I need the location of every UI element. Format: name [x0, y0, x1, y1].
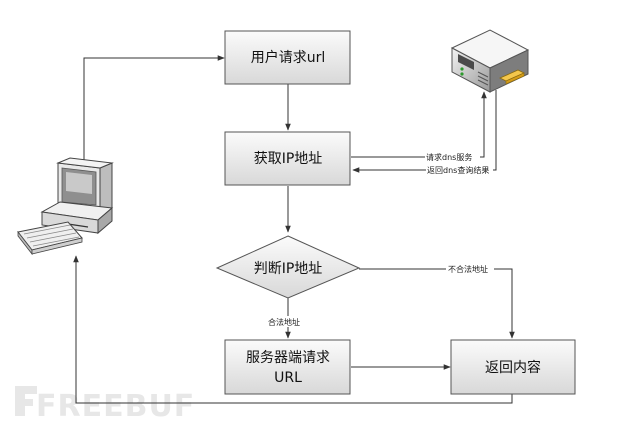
watermark: FREEBUF	[15, 386, 195, 424]
node-get-ip: 获取IP地址	[224, 131, 351, 186]
dns-server-icon	[450, 29, 530, 93]
node-server-label-line2: URL	[274, 370, 302, 386]
watermark-text: FREEBUF	[36, 389, 195, 424]
edge-label-legal: 合法地址	[268, 317, 300, 327]
node-request-label: 用户请求url	[251, 49, 326, 66]
edge-label-illegal: 不合法地址	[448, 264, 488, 274]
edge-label-dns-return: 返回dns查询结果	[427, 165, 489, 175]
edge-label-dns-request: 请求dns服务	[426, 152, 472, 162]
node-server-request: 服务器端请求 URL	[224, 339, 351, 395]
node-judge-label: 判断IP地址	[254, 261, 323, 277]
node-return: 返回内容	[450, 339, 576, 395]
arrow-dns-to-getip	[352, 90, 497, 173]
connectors	[73, 55, 515, 404]
node-server-label-line1: 服务器端请求	[246, 350, 330, 366]
arrow-judge-to-return	[359, 268, 515, 339]
node-get-ip-label: 获取IP地址	[254, 151, 323, 167]
arrow-computer-to-request	[83, 55, 225, 160]
node-request: 用户请求url	[224, 30, 351, 85]
desktop-computer-icon	[17, 157, 114, 256]
arrow-getip-to-dns	[351, 91, 487, 158]
node-judge: 判断IP地址	[215, 235, 361, 299]
node-return-label: 返回内容	[485, 359, 541, 376]
arrow-return-to-computer	[73, 255, 513, 404]
